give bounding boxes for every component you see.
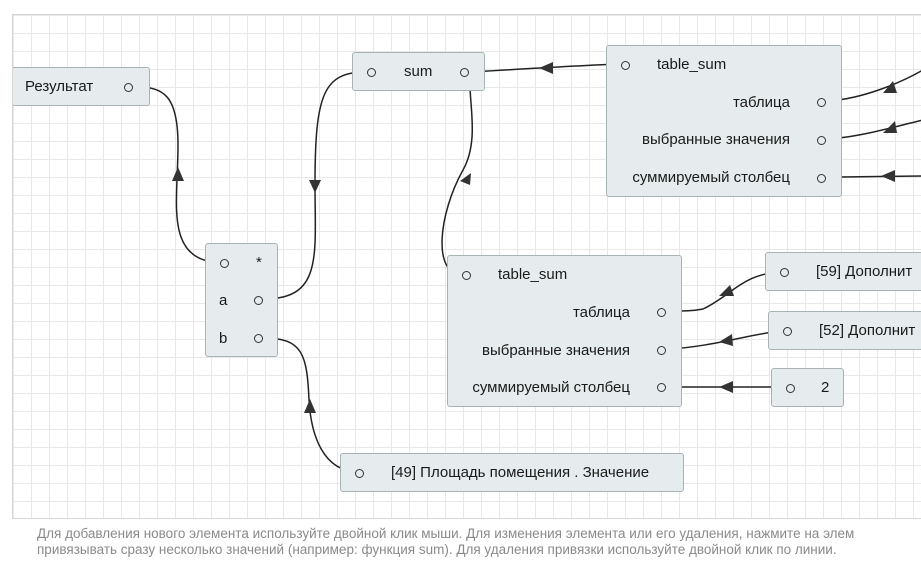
output-port[interactable]	[621, 61, 630, 70]
arrow-head	[719, 381, 733, 393]
sum-node[interactable]: sum	[352, 52, 485, 91]
input-label: выбранные значения	[481, 342, 630, 359]
input-port[interactable]	[124, 83, 133, 92]
value-node[interactable]: [49] Площадь помещения . Значение	[340, 453, 684, 492]
node-title: table_sum	[657, 56, 727, 73]
wire-value59-to-table[interactable]	[667, 271, 786, 312]
input-port[interactable]	[657, 308, 666, 317]
node-label: [49] Площадь помещения . Значение	[391, 464, 650, 481]
input-label: суммируемый столбец	[632, 169, 790, 186]
table-sum-node[interactable]: table_sum таблица выбранные значения сум…	[447, 255, 682, 407]
arrow-head	[309, 180, 321, 193]
arrow-head	[883, 81, 897, 93]
arrow-head	[172, 167, 184, 181]
help-text-line: Для добавления нового элемента используй…	[37, 526, 855, 541]
input-port[interactable]	[254, 334, 263, 343]
input-port[interactable]	[817, 98, 826, 107]
input-port[interactable]	[657, 346, 666, 355]
diagram-canvas[interactable]: Результат sum table_sum таблица выбранны…	[12, 14, 921, 519]
result-node[interactable]: Результат	[13, 67, 150, 106]
input-port[interactable]	[254, 296, 263, 305]
input-label: таблица	[572, 304, 630, 321]
input-port[interactable]	[817, 174, 826, 183]
input-port[interactable]	[460, 68, 469, 77]
wire-value49-to-multiply-b[interactable]	[263, 337, 360, 473]
arrow-head	[460, 173, 471, 185]
output-port[interactable]	[220, 259, 229, 268]
node-title: sum	[404, 63, 433, 80]
output-port[interactable]	[355, 469, 364, 478]
multiply-node[interactable]: * a b	[205, 243, 278, 357]
node-label: [52] Дополнит	[819, 322, 916, 339]
arrow-head	[883, 121, 897, 133]
input-label: суммируемый столбец	[472, 379, 630, 396]
node-label: Результат	[25, 78, 94, 95]
output-port[interactable]	[462, 271, 471, 280]
arrow-head	[881, 170, 895, 182]
output-port[interactable]	[367, 68, 376, 77]
arrow-head	[719, 285, 734, 296]
value-node[interactable]: [52] Дополнит	[768, 311, 921, 350]
node-title: *	[256, 254, 262, 271]
input-port[interactable]	[817, 136, 826, 145]
input-label: таблица	[732, 94, 790, 111]
wire-tablesum-mid-to-sum[interactable]	[441, 71, 474, 275]
help-text-line: привязывать сразу несколько значений (на…	[37, 542, 837, 557]
table-sum-node[interactable]: table_sum таблица выбранные значения сум…	[606, 45, 842, 197]
node-label: 2	[821, 379, 830, 396]
input-label: b	[219, 330, 228, 347]
output-port[interactable]	[783, 327, 792, 336]
arrow-head	[304, 399, 316, 413]
arrow-head	[719, 334, 733, 346]
output-port[interactable]	[780, 268, 789, 277]
arrow-head	[539, 62, 553, 74]
output-port[interactable]	[786, 384, 795, 393]
wire-multiply-to-result[interactable]	[136, 86, 226, 264]
node-title: table_sum	[498, 266, 568, 283]
input-label: a	[219, 292, 228, 309]
help-text: Для добавления нового элемента используй…	[37, 526, 921, 558]
value-node[interactable]: [59] Дополнит	[765, 252, 921, 291]
node-label: [59] Дополнит	[816, 263, 913, 280]
input-label: выбранные значения	[641, 131, 790, 148]
constant-node[interactable]: 2	[771, 368, 844, 407]
input-port[interactable]	[657, 383, 666, 392]
